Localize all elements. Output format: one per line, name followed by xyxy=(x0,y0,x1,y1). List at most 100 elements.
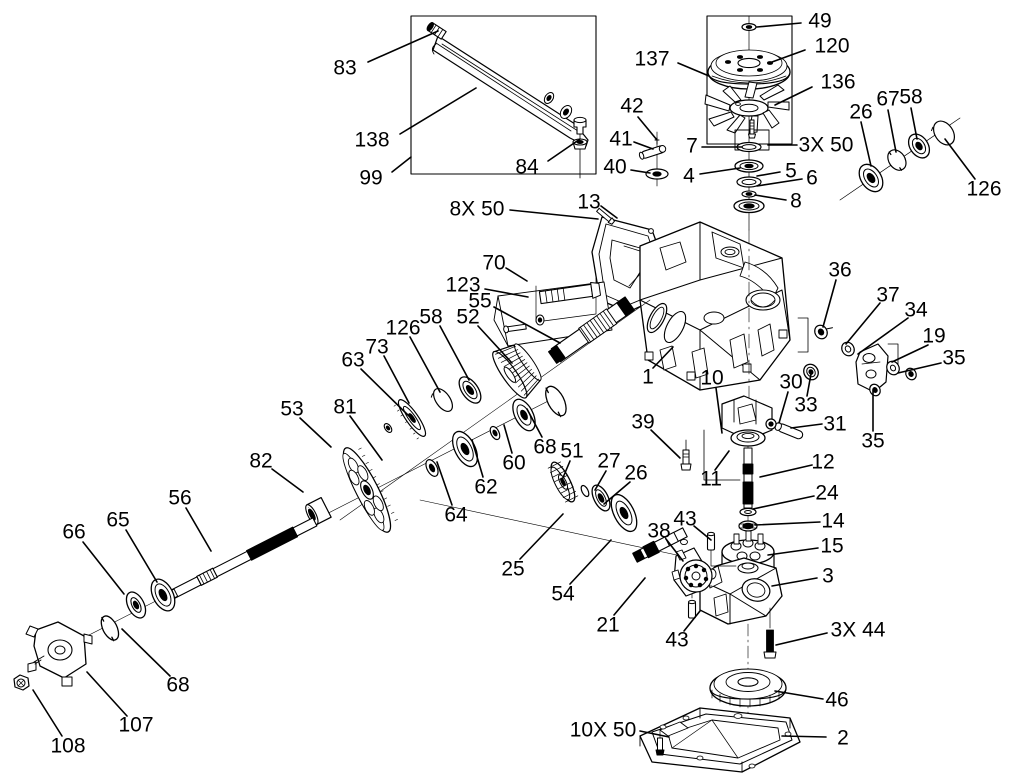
callout-33: 33 xyxy=(794,393,818,417)
callout-43: 43 xyxy=(673,507,697,531)
spur-gear-53 xyxy=(342,447,398,533)
callout-24: 24 xyxy=(815,481,839,505)
callout-123: 123 xyxy=(445,273,481,297)
callout-52: 52 xyxy=(456,305,480,329)
leader-line-34 xyxy=(857,317,909,355)
leader-line-68 xyxy=(121,628,171,677)
leader-line-81 xyxy=(349,415,383,461)
leader-line-8 xyxy=(754,194,787,201)
leader-line-21 xyxy=(613,577,646,616)
leader-line-138 xyxy=(399,87,477,135)
leader-line-3x-44 xyxy=(775,632,828,646)
callout-81: 81 xyxy=(333,395,357,419)
leader-line-37 xyxy=(845,302,881,345)
callout-5: 5 xyxy=(785,159,797,183)
leader-line-83 xyxy=(367,30,439,63)
leader-line-126 xyxy=(944,138,976,180)
callout-15: 15 xyxy=(820,534,844,558)
leader-line-60 xyxy=(503,424,513,454)
leader-line-68 xyxy=(526,408,543,438)
callout-62: 62 xyxy=(474,475,498,499)
callout-49: 49 xyxy=(808,9,832,33)
callout-120: 120 xyxy=(814,34,850,58)
callout-60: 60 xyxy=(502,451,526,475)
leader-line-137 xyxy=(677,62,710,77)
callout-39: 39 xyxy=(631,410,655,434)
leader-line-58 xyxy=(910,107,918,140)
callout-138: 138 xyxy=(354,128,390,152)
leader-line-36 xyxy=(822,279,837,328)
callout-3x-50: 3X 50 xyxy=(798,133,854,157)
leader-line-84 xyxy=(547,138,581,162)
leader-line-24 xyxy=(752,495,815,510)
callout-26: 26 xyxy=(624,461,648,485)
callout-126: 126 xyxy=(385,316,421,340)
callout-70: 70 xyxy=(482,251,506,275)
leader-line-31 xyxy=(790,423,823,429)
leader-line-62 xyxy=(471,439,484,478)
leader-line-1 xyxy=(652,346,674,369)
callout-14: 14 xyxy=(821,509,845,533)
leader-line-46 xyxy=(774,690,824,700)
callout-108: 108 xyxy=(50,734,86,758)
leader-line-26 xyxy=(860,121,872,167)
leader-line-30 xyxy=(778,391,789,424)
callout-37: 37 xyxy=(876,283,900,307)
callout-10: 10 xyxy=(700,366,724,390)
fan-136 xyxy=(704,81,790,134)
callout-25: 25 xyxy=(501,557,525,581)
bearing-set-upper-right xyxy=(839,117,961,201)
leader-line-73 xyxy=(383,355,410,404)
leader-line-70 xyxy=(505,267,528,282)
callout-63: 63 xyxy=(341,348,365,372)
callout-82: 82 xyxy=(249,449,273,473)
leader-line-120 xyxy=(771,49,806,63)
leader-line-38 xyxy=(665,538,684,562)
leader-line-40 xyxy=(630,169,651,174)
callout-136: 136 xyxy=(820,70,856,94)
callout-1: 1 xyxy=(642,365,654,389)
callout-19: 19 xyxy=(922,324,946,348)
leader-line-55 xyxy=(493,306,561,344)
callout-13: 13 xyxy=(577,190,601,214)
leader-line-42 xyxy=(637,116,658,141)
callout-84: 84 xyxy=(515,155,539,179)
leader-line-8x-50 xyxy=(509,209,599,220)
callout-73: 73 xyxy=(365,335,389,359)
callout-35: 35 xyxy=(942,346,966,370)
main-housing-1 xyxy=(591,207,791,391)
callout-11: 11 xyxy=(700,467,722,491)
leader-line-2 xyxy=(781,735,827,738)
leader-line-58 xyxy=(439,325,470,381)
leader-line-54 xyxy=(569,539,612,585)
callout-12: 12 xyxy=(811,450,835,474)
callout-54: 54 xyxy=(551,582,575,606)
leader-line-10 xyxy=(715,387,723,434)
leader-line-107 xyxy=(86,671,128,717)
leader-line-26 xyxy=(603,481,631,505)
callout-126: 126 xyxy=(966,177,1002,201)
callout-38: 38 xyxy=(647,519,671,543)
callout-83: 83 xyxy=(333,56,357,80)
leader-line-123 xyxy=(484,288,529,298)
leader-line-33 xyxy=(806,373,812,397)
trunnion-assembly-30 xyxy=(680,395,804,481)
leader-line-25 xyxy=(519,513,564,560)
leader-line-82 xyxy=(271,468,304,493)
leader-line-4 xyxy=(699,167,741,175)
leader-line-63 xyxy=(360,368,414,421)
leader-line-5 xyxy=(756,171,781,177)
leader-line-39 xyxy=(650,429,681,459)
callout-6: 6 xyxy=(806,166,818,190)
leader-line-27 xyxy=(594,470,607,491)
leader-line-15 xyxy=(767,547,819,556)
leader-line-108 xyxy=(32,689,63,737)
leader-line-3 xyxy=(771,577,818,587)
leader-line-67 xyxy=(887,109,897,153)
leader-line-11 xyxy=(714,450,730,471)
wheel-hub-107 xyxy=(25,621,93,687)
leader-line-10x-50 xyxy=(639,730,670,738)
callout-42: 42 xyxy=(620,94,644,118)
pulley-120 xyxy=(707,49,791,90)
